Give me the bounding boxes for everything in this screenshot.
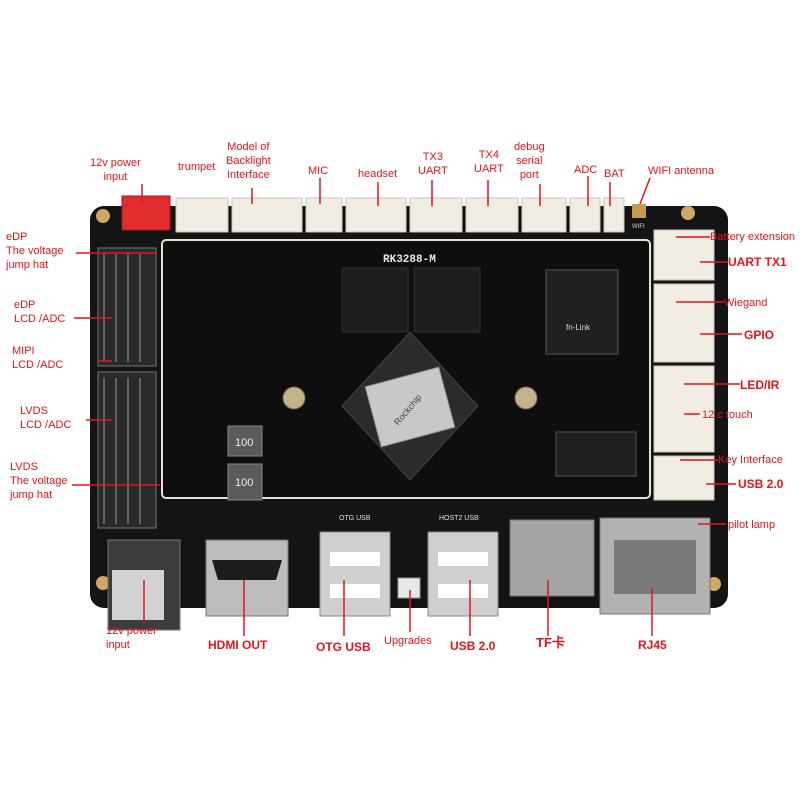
label-i2c-touch: 12 c touch (702, 409, 753, 421)
upgrade-button (397, 577, 421, 599)
wifi-antenna-connector (632, 204, 646, 218)
label-12v-power-bottom: 12v power input (106, 625, 157, 651)
right-connectors (653, 229, 715, 501)
label-tx4-uart: TX4 UART (474, 149, 504, 175)
label-usb20-bottom: USB 2.0 (450, 639, 496, 653)
silk-model: RK3288-M (383, 254, 436, 266)
label-lvds-lcd: LVDS LCD /ADC (20, 405, 72, 431)
mount-hole (96, 209, 110, 223)
mount-hole (681, 206, 695, 220)
label-pilot-lamp: pilot lamp (728, 519, 776, 531)
label-upgrades: Upgrades (384, 635, 432, 647)
ram-chip (413, 267, 481, 333)
host2-usb-port (427, 531, 499, 617)
label-key-interface: Key Interface (718, 454, 783, 466)
ram-chip (341, 267, 409, 333)
inductor (227, 425, 263, 457)
label-wifi-antenna: WIFI antenna (648, 165, 715, 177)
label-12v-power-top: 12v power input (90, 157, 141, 183)
label-adc: ADC (574, 164, 598, 176)
label-tx3-uart: TX3 UART (418, 151, 448, 177)
power-jack-face (112, 570, 164, 620)
label-rj45: RJ45 (638, 638, 667, 652)
silk-host2: HOST2 USB (439, 515, 479, 522)
label-edp-lcd: eDP LCD /ADC (14, 299, 66, 325)
top-connectors (121, 195, 625, 233)
label-uart-tx1: UART TX1 (728, 255, 787, 269)
hdmi-opening (212, 560, 282, 580)
board-hole (282, 386, 306, 410)
silk-wifi: WIFI (632, 224, 645, 230)
label-gpio: GPIO (744, 328, 775, 342)
inductor (227, 463, 263, 501)
label-wiegand: Wiegand (724, 297, 768, 309)
label-bat: BAT (604, 168, 625, 180)
mount-hole (96, 576, 110, 590)
pin-rows (103, 254, 141, 524)
label-tf-card: TF卡 (536, 635, 565, 650)
label-battery-ext: Battery extension (710, 231, 795, 243)
silk-inductor: 100 (235, 437, 253, 449)
label-hdmi-out: HDMI OUT (208, 638, 268, 652)
label-headset: headset (358, 168, 398, 180)
left-pin-headers (97, 247, 157, 529)
silk-wifi-brand: fn-Link (566, 323, 591, 332)
label-trumpet: trumpet (178, 161, 216, 173)
silk-inductor: 100 (235, 477, 253, 489)
label-debug-serial: debug serial port (514, 141, 545, 181)
label-backlight: Model of Backlight Interface (226, 141, 271, 181)
label-mic: MIC (308, 165, 329, 177)
label-led-ir: LED/IR (740, 378, 780, 392)
board-hole (514, 386, 538, 410)
label-otg-usb: OTG USB (316, 640, 371, 654)
label-edp-jump: eDP The voltage jump hat (6, 231, 64, 271)
label-lvds-jump: LVDS The voltage jump hat (10, 461, 68, 501)
silk-otg: OTG USB (339, 515, 371, 522)
soc-heat-spreader (364, 366, 456, 448)
wifi-module (545, 269, 619, 355)
leader-lines (72, 176, 742, 636)
label-usb20-right: USB 2.0 (738, 477, 784, 491)
tf-card-slot (509, 519, 595, 597)
ethernet-transformer (555, 431, 637, 477)
otg-usb-port (319, 531, 391, 617)
label-mipi: MIPI LCD /ADC (12, 345, 64, 371)
